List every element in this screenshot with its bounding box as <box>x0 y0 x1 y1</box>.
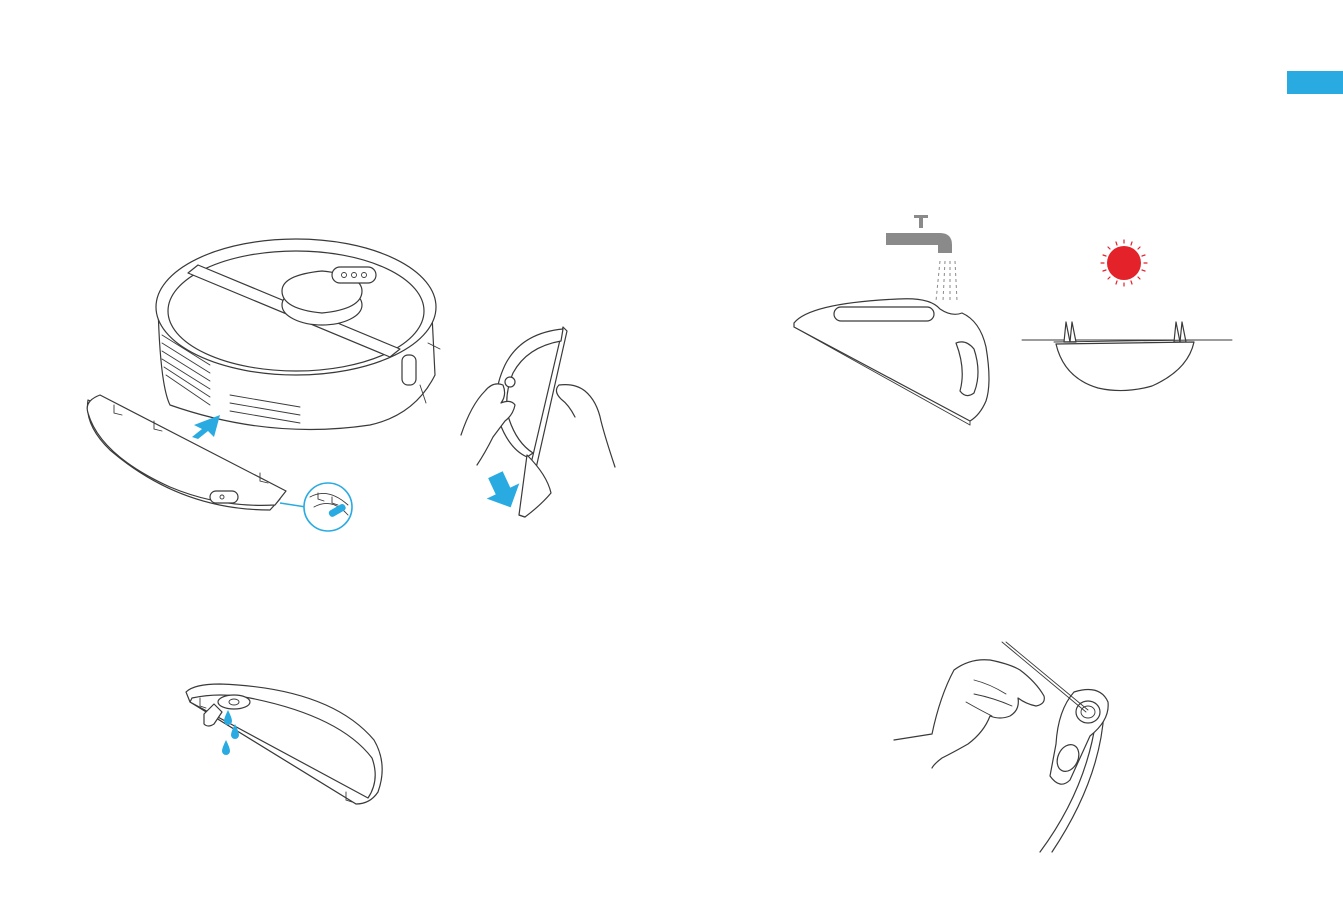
language-tab-marker <box>1287 71 1343 94</box>
fig-rinse-cloth <box>790 205 1005 430</box>
robot-vacuum-illustration <box>70 225 450 545</box>
fig-dry-cloth <box>1020 238 1235 398</box>
rinse-under-faucet-illustration <box>790 205 1005 430</box>
mop-cloth-removal-illustration <box>455 325 625 525</box>
fig-clean-filter <box>890 640 1130 855</box>
fig-drain-tank <box>180 680 395 810</box>
water-tank-drain-illustration <box>180 680 395 810</box>
fig-remove-water-tank <box>70 225 450 545</box>
fig-remove-mop-cloth <box>455 325 625 525</box>
dry-in-sun-illustration <box>1020 238 1235 398</box>
clean-filter-with-pin-illustration <box>890 640 1130 855</box>
